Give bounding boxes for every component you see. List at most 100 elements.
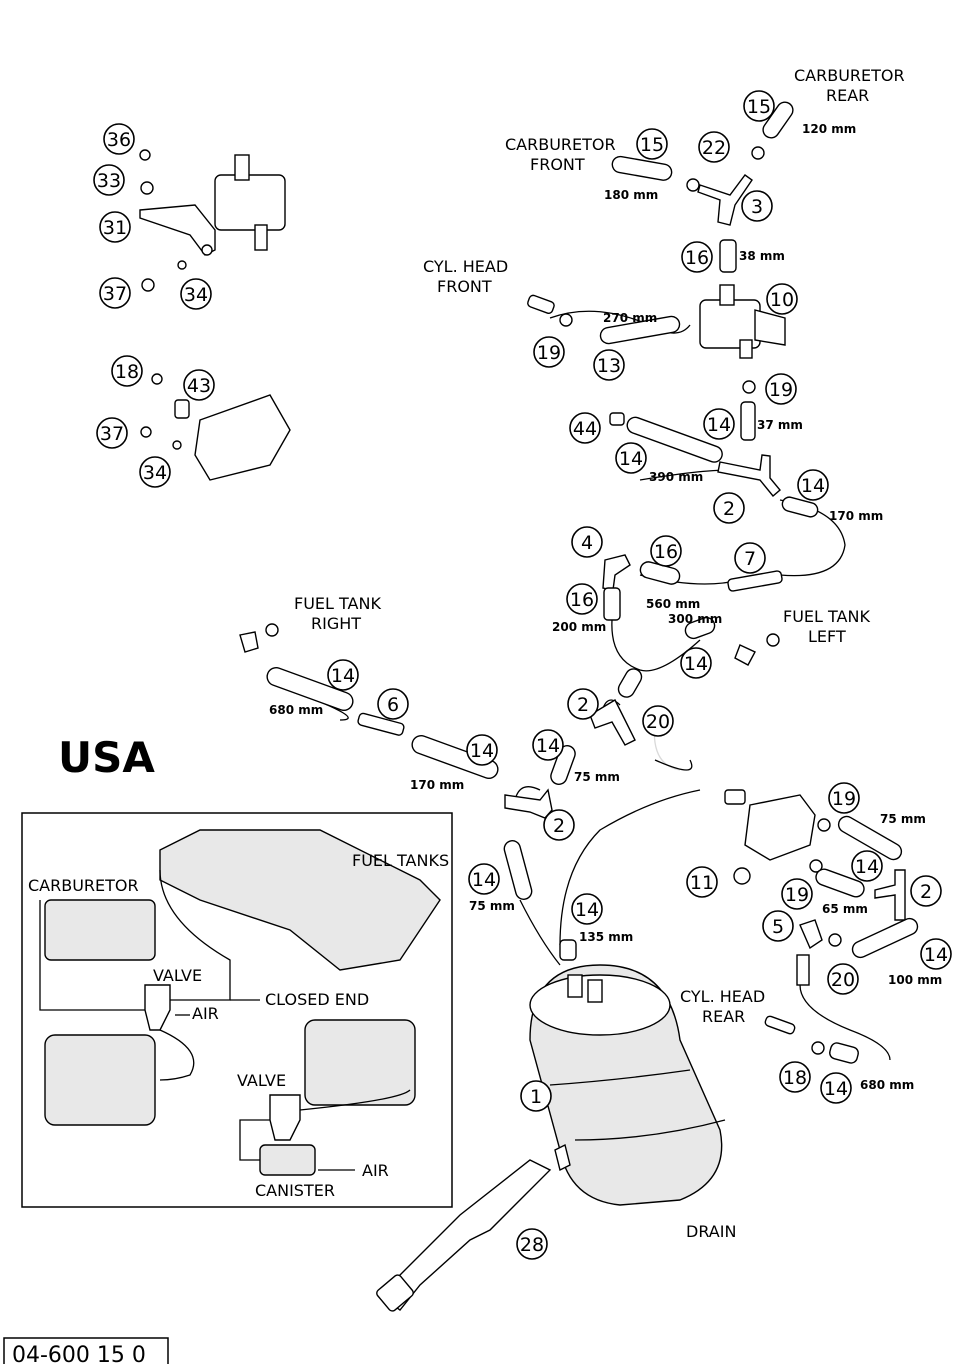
callout-circle	[820, 1072, 852, 1104]
callout-circle	[532, 729, 564, 761]
inset-air-label-2: AIR	[362, 1161, 389, 1180]
callout-circle	[765, 373, 797, 405]
vent-valve-11-part	[724, 789, 816, 885]
callout-circle	[680, 647, 712, 679]
figure-code-box: 04-600 15 0	[3, 1337, 169, 1364]
vent-valve-part	[140, 373, 291, 481]
measurement-180: 180 mm	[604, 188, 658, 202]
callout-6: 6	[377, 688, 409, 720]
measurement-170-b: 170 mm	[410, 778, 464, 792]
callout-22: 22	[698, 131, 730, 163]
callout-circle	[327, 659, 359, 691]
callout-number: 18	[783, 1067, 807, 1089]
region-title: USA	[58, 733, 155, 782]
callout-circle	[827, 963, 859, 995]
carburetor-rear-label-2: REAR	[826, 86, 869, 105]
callout-number: 31	[103, 217, 127, 239]
measurement-300: 300 mm	[668, 612, 722, 626]
callout-number: 33	[97, 170, 121, 192]
drain-hose-28-part	[376, 1143, 571, 1312]
callout-44: 44	[569, 412, 601, 444]
callout-circle	[797, 469, 829, 501]
callout-number: 20	[646, 711, 670, 733]
callout-13: 13	[593, 349, 625, 381]
callout-circle	[533, 336, 565, 368]
measurement-135: 135 mm	[579, 930, 633, 944]
callout-number: 14	[824, 1078, 848, 1100]
callout-number: 34	[143, 462, 167, 484]
callout-circle	[99, 211, 131, 243]
measurement-270: 270 mm	[603, 311, 657, 325]
callout-34-b: 34	[139, 456, 171, 488]
callout-14-e: 14	[680, 647, 712, 679]
callout-3: 3	[741, 190, 773, 222]
callout-number: 19	[769, 379, 793, 401]
callout-number: 19	[785, 884, 809, 906]
callout-14-j: 14	[571, 893, 603, 925]
callout-circle	[779, 1061, 811, 1093]
callout-circle	[180, 278, 212, 310]
callout-number: 11	[690, 872, 714, 894]
inset-closed-end-label: CLOSED END	[265, 990, 369, 1009]
fuel-tank-right-label-2: RIGHT	[311, 614, 361, 633]
callout-circle	[571, 893, 603, 925]
cyl-head-rear-label-1: CYL. HEAD	[680, 987, 765, 1006]
callout-number: 16	[654, 541, 678, 563]
callout-20-b: 20	[827, 963, 859, 995]
vent-valve-with-bracket-part	[139, 149, 286, 292]
callout-4: 4	[571, 526, 603, 558]
callout-16-b: 16	[650, 535, 682, 567]
inset-carburetor-label: CARBURETOR	[28, 876, 139, 895]
measurement-100: 100 mm	[888, 973, 942, 987]
location-labels: CARBURETOR REAR CARBURETOR FRONT CYL. HE…	[294, 66, 905, 1241]
callout-14-l: 14	[820, 1072, 852, 1104]
callout-circle	[681, 241, 713, 273]
inset-air-label-1: AIR	[192, 1004, 219, 1023]
callout-circle	[516, 1228, 548, 1260]
measurement-75-b: 75 mm	[469, 899, 515, 913]
fuel-tank-right-label-1: FUEL TANK	[294, 594, 381, 613]
callout-number: 2	[920, 881, 932, 903]
callout-number: 18	[115, 361, 139, 383]
callout-33: 33	[93, 164, 125, 196]
callout-31: 31	[99, 211, 131, 243]
callout-18-b: 18	[779, 1061, 811, 1093]
parts-artwork	[139, 101, 919, 1312]
callout-circle	[636, 128, 668, 160]
inset-canister-label: CANISTER	[255, 1181, 335, 1200]
callout-number: 34	[184, 284, 208, 306]
callout-14-b: 14	[615, 442, 647, 474]
callout-number: 1	[530, 1086, 542, 1108]
callout-circle	[615, 442, 647, 474]
callout-19-b: 19	[765, 373, 797, 405]
fuel-tank-left-label-1: FUEL TANK	[783, 607, 870, 626]
callout-circle	[910, 875, 942, 907]
callout-circle	[698, 131, 730, 163]
callout-number: 15	[640, 134, 664, 156]
measurement-170-a: 170 mm	[829, 509, 883, 523]
callout-circle	[93, 164, 125, 196]
callout-2-a: 2	[713, 492, 745, 524]
callout-number: 14	[575, 899, 599, 921]
callout-number: 36	[107, 129, 131, 151]
measurement-200: 200 mm	[552, 620, 606, 634]
callout-number: 6	[387, 694, 399, 716]
measurement-38: 38 mm	[739, 249, 785, 263]
callout-number: 14	[331, 665, 355, 687]
callout-circle	[920, 938, 952, 970]
callout-circle	[569, 412, 601, 444]
callout-circle	[741, 190, 773, 222]
callout-circle	[139, 456, 171, 488]
measurement-680-b: 680 mm	[860, 1078, 914, 1092]
callout-number: 28	[520, 1234, 544, 1256]
callout-number: 2	[553, 815, 565, 837]
callout-circle	[642, 705, 674, 737]
callout-14-a: 14	[703, 408, 735, 440]
callout-circle	[734, 542, 766, 574]
callout-14-d: 14	[327, 659, 359, 691]
measurement-120: 120 mm	[802, 122, 856, 136]
callout-circle	[828, 782, 860, 814]
carburetor-front-label-2: FRONT	[530, 155, 585, 174]
callout-circle	[762, 910, 794, 942]
